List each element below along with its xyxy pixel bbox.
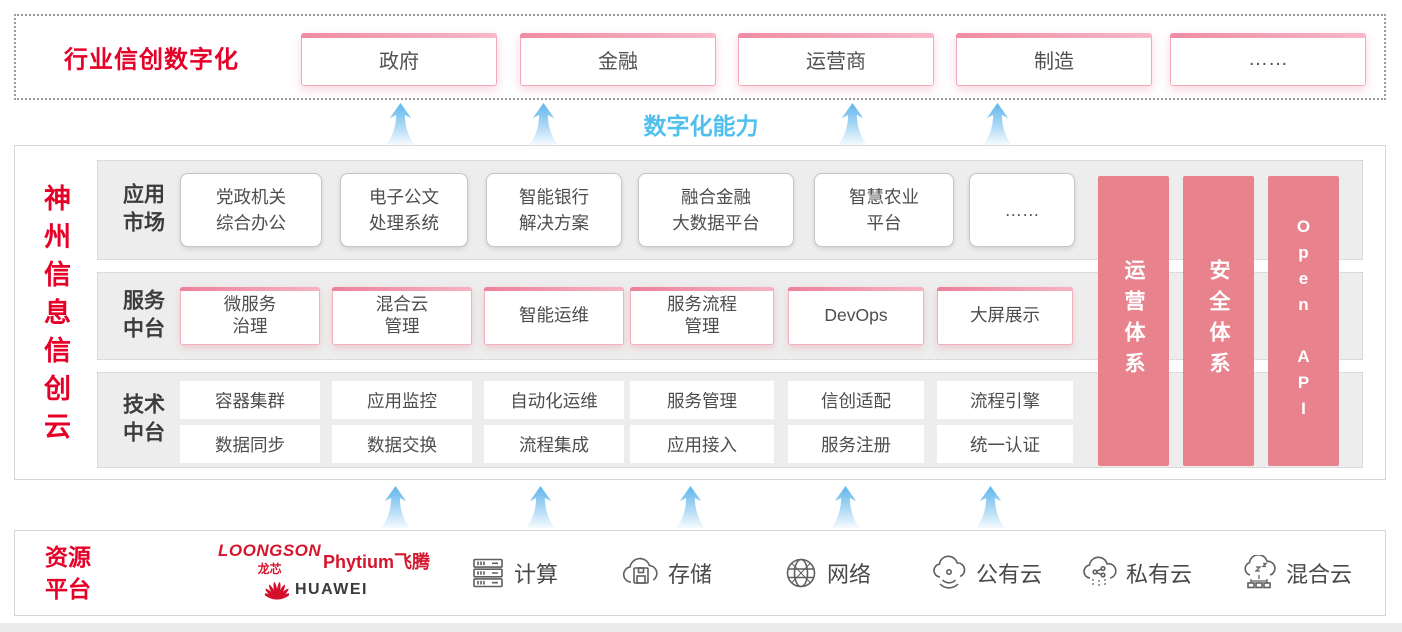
- platform-title: 神州信息信创云: [40, 184, 70, 450]
- up-arrow-icon: [831, 486, 860, 528]
- resource-item-network: 网络: [783, 555, 871, 591]
- private-cloud-icon: [1080, 555, 1118, 591]
- tech-band: 技术 中台 容器集群 应用监控 自动化运维 服务管理 信创适配 流程引擎 数据同…: [97, 372, 1363, 468]
- app-box-more: ……: [969, 173, 1075, 247]
- pillar-operations: 运营体系: [1098, 176, 1169, 466]
- phytium-logo: Phytium飞腾: [323, 552, 431, 572]
- tech-box: 应用接入: [630, 425, 774, 463]
- industry-chip-finance: 金融: [520, 33, 716, 86]
- resource-item-compute: 计算: [470, 555, 558, 591]
- resource-box: 资源 平台 LOONGSON 龙芯 Phytium飞腾 HUAWEI: [14, 530, 1386, 616]
- loongson-logo: LOONGSON 龙芯: [218, 541, 321, 577]
- up-arrow-icon: [381, 486, 410, 528]
- tech-box: 应用监控: [332, 381, 472, 419]
- up-arrow-icon: [386, 103, 415, 145]
- app-box: 党政机关 综合办公: [180, 173, 322, 247]
- app-market-band: 应用 市场 党政机关 综合办公 电子公文 处理系统 智能银行 解决方案 融合金融…: [97, 160, 1363, 260]
- app-box: 电子公文 处理系统: [340, 173, 468, 247]
- resource-item-label: 混合云: [1286, 562, 1353, 587]
- app-box: 智能银行 解决方案: [486, 173, 622, 247]
- tech-box: 统一认证: [937, 425, 1073, 463]
- up-arrow-icon: [976, 486, 1005, 528]
- service-box: 微服务 治理: [180, 287, 320, 345]
- app-market-label: 应用 市场: [123, 183, 165, 235]
- tech-box: 服务管理: [630, 381, 774, 419]
- resource-label: 资源 平台: [45, 543, 91, 602]
- banner-title: 行业信创数字化: [64, 46, 239, 74]
- resource-item-storage: 存储: [620, 555, 712, 591]
- huawei-wordmark: HUAWEI: [295, 581, 368, 598]
- pillar-open-api: Open API: [1268, 176, 1339, 466]
- pillar-security: 安全体系: [1183, 176, 1254, 466]
- resource-item-public-cloud: 公有云: [930, 555, 1042, 591]
- tech-label: 技术 中台: [123, 393, 165, 445]
- huawei-flower-icon: [265, 581, 289, 600]
- resource-item-hybrid-cloud: 混合云: [1240, 555, 1352, 591]
- industry-chip-manufacturing: 制造: [956, 33, 1152, 86]
- industry-banner: 行业信创数字化 政府 金融 运营商 制造 ……: [14, 14, 1386, 100]
- industry-chip-more: ……: [1170, 33, 1366, 86]
- tech-box: 数据交换: [332, 425, 472, 463]
- resource-item-label: 存储: [668, 562, 713, 587]
- service-box: 混合云 管理: [332, 287, 472, 345]
- huawei-logo: HUAWEI: [265, 579, 368, 601]
- service-label: 服务 中台: [123, 289, 165, 341]
- resource-item-label: 计算: [514, 562, 559, 587]
- resource-item-label: 公有云: [976, 562, 1043, 587]
- public-cloud-icon: [930, 555, 968, 591]
- up-arrow-icon: [676, 486, 705, 528]
- tech-box: 信创适配: [788, 381, 924, 419]
- capability-label: 数字化能力: [643, 113, 759, 139]
- tech-box: 流程引擎: [937, 381, 1073, 419]
- app-box: 智慧农业 平台: [814, 173, 954, 247]
- slide-bottom-edge: [0, 623, 1402, 632]
- resource-item-label: 网络: [827, 562, 872, 587]
- app-box: 融合金融 大数据平台: [638, 173, 794, 247]
- platform-box: 神州信息信创云 应用 市场 党政机关 综合办公 电子公文 处理系统 智能银行 解…: [14, 145, 1386, 480]
- up-arrow-icon: [526, 486, 555, 528]
- tech-box: 自动化运维: [484, 381, 624, 419]
- loongson-wordmark: LOONGSON: [218, 541, 322, 560]
- service-box: 大屏展示: [937, 287, 1073, 345]
- network-icon: [783, 555, 819, 591]
- storage-icon: [620, 555, 660, 591]
- up-arrow-icon: [838, 103, 867, 145]
- resource-item-private-cloud: 私有云: [1080, 555, 1192, 591]
- industry-chip-operator: 运营商: [738, 33, 934, 86]
- tech-box: 容器集群: [180, 381, 320, 419]
- tech-box: 服务注册: [788, 425, 924, 463]
- service-box: 服务流程 管理: [630, 287, 774, 345]
- resource-item-label: 私有云: [1126, 562, 1193, 587]
- tech-box: 数据同步: [180, 425, 320, 463]
- up-arrow-icon: [983, 103, 1012, 145]
- service-box: 智能运维: [484, 287, 624, 345]
- hybrid-cloud-icon: [1240, 555, 1278, 591]
- loongson-chinese: 龙芯: [257, 562, 282, 576]
- tech-box: 流程集成: [484, 425, 624, 463]
- service-box: DevOps: [788, 287, 924, 345]
- service-band: 服务 中台 微服务 治理 混合云 管理 智能运维 服务流程 管理 DevOps …: [97, 272, 1363, 360]
- up-arrow-icon: [529, 103, 558, 145]
- industry-chip-government: 政府: [301, 33, 497, 86]
- compute-icon: [470, 555, 506, 591]
